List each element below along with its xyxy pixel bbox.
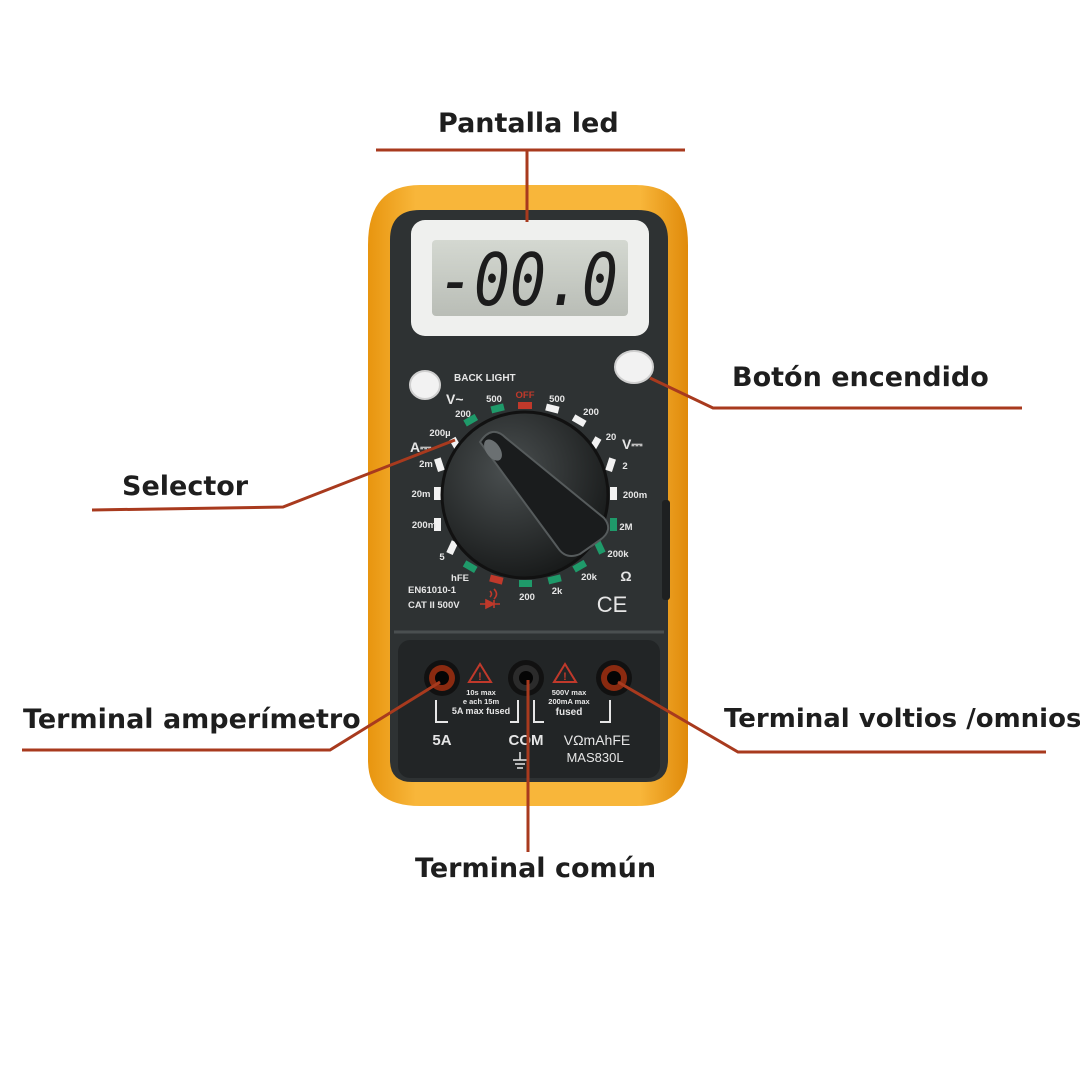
backlight-button[interactable] bbox=[409, 370, 441, 400]
label-hfe: hFE bbox=[451, 573, 469, 584]
selector-pointer bbox=[478, 431, 610, 557]
terminal-5a[interactable] bbox=[424, 660, 460, 696]
power-button[interactable] bbox=[614, 350, 654, 384]
ground-icon bbox=[513, 752, 527, 769]
label-ohm-symbol: Ω bbox=[620, 568, 631, 584]
warning-left-line1: 10s max bbox=[466, 688, 496, 697]
terminal-com[interactable] bbox=[508, 660, 544, 696]
ce-mark: CE bbox=[597, 592, 628, 617]
warning-right-line2: 200mA max bbox=[548, 697, 590, 706]
warning-right-line3: fused bbox=[556, 707, 583, 718]
label-v-ac: V~ bbox=[446, 391, 464, 407]
label-a-2m: 2m bbox=[419, 459, 433, 470]
standard-label: EN61010-1 bbox=[408, 585, 457, 596]
label-ohm-200k: 200k bbox=[607, 549, 629, 560]
label-v-dc: V⎓ bbox=[622, 436, 643, 452]
terminal-5a-label: 5A bbox=[432, 732, 451, 749]
callout-power-button: Botón encendido bbox=[732, 362, 989, 393]
label-a-200u: 200µ bbox=[429, 428, 450, 439]
svg-text:!: ! bbox=[478, 671, 482, 683]
leader-volt-ohm bbox=[617, 680, 1046, 754]
label-dc-20: 20 bbox=[606, 432, 617, 443]
leader-power bbox=[649, 376, 1022, 410]
model-label: MAS830L bbox=[566, 750, 623, 765]
warning-icon-right: ! bbox=[552, 662, 578, 683]
leader-lines bbox=[22, 148, 1046, 852]
label-ac-500: 500 bbox=[486, 394, 502, 405]
range-labels: OFF V~ 500 200 500 200 20 V⎓ 2 200m 2M 2… bbox=[410, 390, 647, 603]
diode-icon bbox=[480, 588, 500, 610]
label-a-20m: 20m bbox=[411, 489, 430, 500]
label-a-5: 5 bbox=[439, 552, 445, 563]
label-off: OFF bbox=[516, 390, 535, 401]
lcd-screen bbox=[432, 240, 628, 316]
range-scale bbox=[434, 402, 617, 587]
label-ohm-2k: 2k bbox=[552, 586, 563, 597]
label-ohm-20k: 20k bbox=[581, 572, 598, 583]
label-dc-200: 200 bbox=[583, 407, 599, 418]
warning-left-line3: 5A max fused bbox=[452, 706, 510, 716]
terminal-vohm-label: VΩmAhFE bbox=[564, 732, 630, 748]
leader-ammeter bbox=[22, 680, 441, 752]
backlight-label: BACK LIGHT bbox=[454, 373, 516, 384]
lcd-reading: -00.0 bbox=[438, 238, 618, 322]
svg-text:!: ! bbox=[563, 671, 567, 683]
warning-right-line1: 500V max bbox=[552, 688, 587, 697]
warning-icon-left: ! bbox=[467, 662, 493, 683]
callout-ammeter-terminal: Terminal amperímetro bbox=[23, 704, 361, 735]
category-label: CAT II 500V bbox=[408, 600, 460, 611]
callout-common-terminal: Terminal común bbox=[415, 853, 657, 884]
label-dc-200m: 200m bbox=[623, 490, 647, 501]
terminal-com-label: COM bbox=[509, 732, 544, 749]
callout-selector: Selector bbox=[122, 471, 249, 502]
terminal-vohm[interactable] bbox=[596, 660, 632, 696]
warning-left-line2: e ach 15m bbox=[463, 697, 500, 706]
label-a-200m: 200m bbox=[412, 520, 436, 531]
leader-selector bbox=[91, 438, 456, 512]
label-dc-500: 500 bbox=[549, 394, 565, 405]
label-ohm-200: 200 bbox=[519, 592, 535, 603]
label-ac-200: 200 bbox=[455, 409, 471, 420]
callout-volt-ohm-terminal: Terminal voltios /omnios bbox=[724, 704, 1080, 734]
label-dc-2: 2 bbox=[622, 461, 627, 472]
label-ohm-2m: 2M bbox=[619, 522, 632, 533]
callout-display: Pantalla led bbox=[438, 108, 619, 139]
terminal-brackets bbox=[435, 700, 611, 723]
